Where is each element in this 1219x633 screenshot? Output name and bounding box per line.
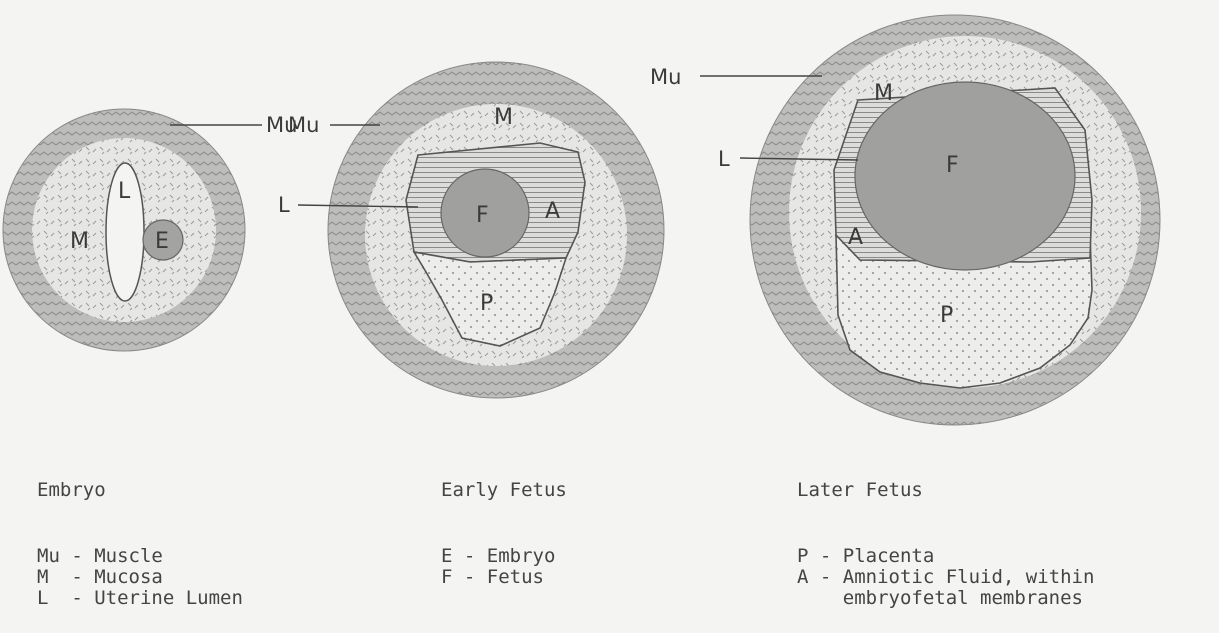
later-l-label: L — [718, 147, 730, 171]
early-a-label: A — [545, 199, 560, 224]
legend-item: F - Fetus — [441, 567, 544, 588]
legend-item: E - Embryo — [441, 546, 555, 567]
heading-early-fetus: Early Fetus — [441, 480, 567, 501]
heading-embryo: Embryo — [37, 480, 106, 501]
heading-later-fetus: Later Fetus — [797, 480, 923, 501]
later-fetus-diagram: Mu L M F A P — [650, 15, 1160, 425]
later-a-label: A — [848, 225, 863, 250]
later-f-label: F — [946, 153, 959, 178]
legend-item: L - Uterine Lumen — [37, 588, 243, 609]
embryo-m-label: M — [70, 229, 89, 254]
later-p-label: P — [940, 303, 953, 328]
legend-item: Mu - Muscle — [37, 546, 163, 567]
embryo-e-label: E — [155, 229, 169, 254]
legend-item: M - Mucosa — [37, 567, 163, 588]
early-f-label: F — [476, 203, 489, 228]
legend-item: P - Placenta — [797, 546, 934, 567]
early-p-label: P — [480, 291, 493, 316]
later-mu-label: Mu — [650, 65, 681, 89]
early-m-label: M — [494, 105, 513, 130]
later-fetus — [855, 82, 1075, 270]
legend-item: A - Amniotic Fluid, within — [797, 567, 1094, 588]
embryo-diagram: Mu M L E — [3, 109, 297, 351]
early-mu-label: Mu — [288, 113, 319, 137]
later-m-label: M — [874, 81, 893, 106]
legend-item: embryofetal membranes — [797, 588, 1083, 609]
early-fetus-diagram: Mu L M F A P — [278, 62, 664, 398]
embryo-l-label: L — [118, 179, 131, 204]
early-l-label: L — [278, 193, 290, 217]
